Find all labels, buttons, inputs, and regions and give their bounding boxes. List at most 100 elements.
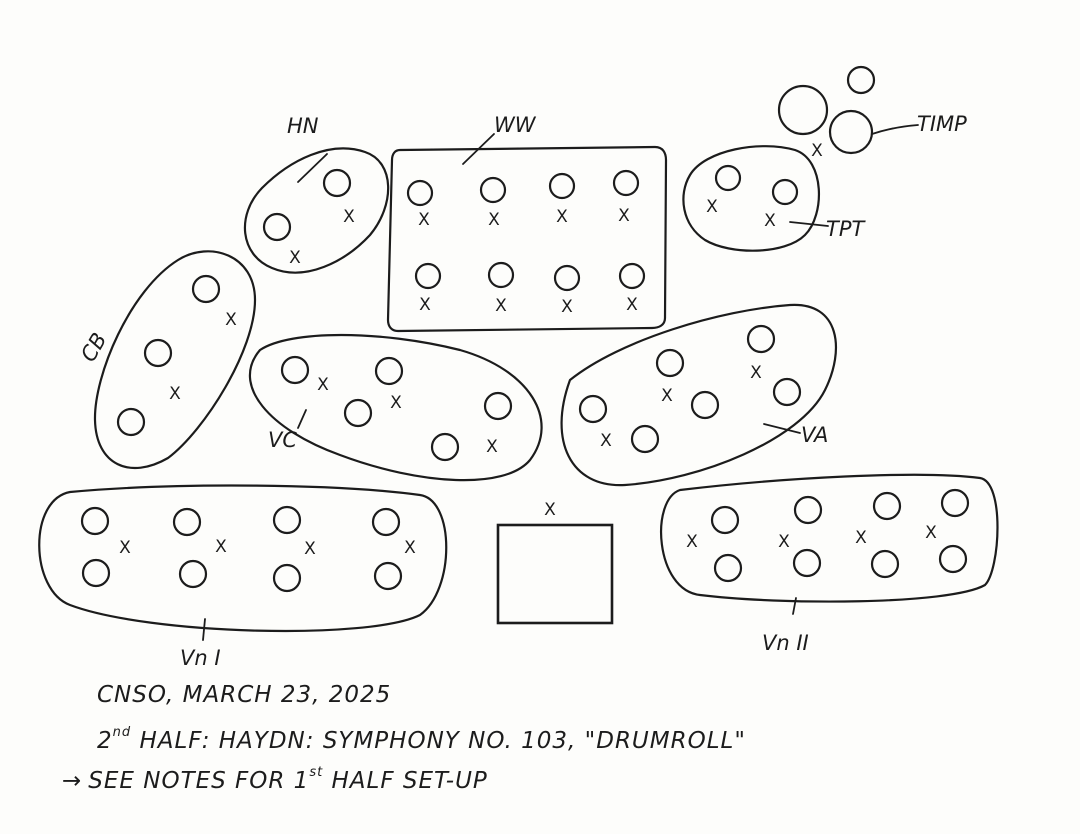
- section-cellos: X X X VC: [248, 333, 543, 482]
- program-note: 2nd HALF: HAYDN: SYMPHONY NO. 103, "DRUM…: [97, 725, 746, 754]
- trumpet-seat: [771, 178, 799, 206]
- section-violas: X X X VA: [560, 303, 838, 487]
- violin1-seat: [371, 507, 401, 537]
- basses-outline: [93, 250, 257, 470]
- woodwind-seat: [548, 172, 576, 200]
- woodwinds-leader-line: [462, 133, 495, 165]
- viola-stand-mark: X: [600, 431, 612, 451]
- horn-stand-mark: X: [289, 248, 301, 268]
- horns-label: HN: [287, 114, 319, 138]
- woodwind-seat: [414, 262, 442, 290]
- violins2-leader-line: [792, 597, 797, 615]
- horns-outline: [243, 147, 390, 274]
- violins1-leader-line: [202, 618, 206, 641]
- violin2-seat: [938, 544, 968, 574]
- trumpets-outline: [682, 145, 821, 252]
- cello-stand-mark: X: [317, 375, 329, 395]
- violin1-stand-mark: X: [304, 539, 316, 559]
- cello-seat: [483, 391, 513, 421]
- section-violins1: X X X X Vn I: [38, 484, 448, 670]
- violin2-seat: [793, 495, 823, 525]
- violin2-seat: [872, 491, 902, 521]
- trumpet-seat: [714, 164, 742, 192]
- setup-reference-note: →SEE NOTES FOR 1st HALF SET-UP: [62, 765, 488, 794]
- viola-seat: [772, 377, 802, 407]
- conductor-podium: X: [496, 500, 614, 625]
- violin1-stand-mark: X: [215, 537, 227, 557]
- viola-seat: [630, 424, 660, 454]
- violin2-stand-mark: X: [855, 528, 867, 548]
- woodwind-stand-mark: X: [419, 295, 431, 315]
- timpani-drum-medium: [828, 109, 874, 155]
- woodwind-stand-mark: X: [495, 296, 507, 316]
- cello-seat: [374, 356, 404, 386]
- woodwind-stand-mark: X: [488, 210, 500, 230]
- woodwind-stand-mark: X: [418, 210, 430, 230]
- conductor-mark: X: [544, 500, 556, 520]
- woodwind-seat: [612, 169, 640, 197]
- violin2-seat: [792, 548, 822, 578]
- viola-seat: [746, 324, 776, 354]
- violin1-seat: [80, 506, 110, 536]
- horn-seat: [262, 212, 292, 242]
- violin2-seat: [710, 505, 740, 535]
- setup-reference-text: SEE NOTES FOR 1: [88, 768, 309, 794]
- violin1-stand-mark: X: [119, 538, 131, 558]
- timpani-label: TIMP: [917, 112, 967, 136]
- violin2-seat: [940, 488, 970, 518]
- cello-seat: [430, 432, 460, 462]
- setup-reference-ordinal-suffix: st: [309, 765, 323, 780]
- violas-label: VA: [801, 423, 828, 447]
- section-timpani: X TIMP: [777, 65, 967, 161]
- violin2-stand-mark: X: [686, 532, 698, 552]
- timpani-drum-small: [846, 65, 876, 95]
- violins2-label: Vn II: [762, 631, 809, 655]
- violas-leader-line: [763, 423, 801, 434]
- program-note-text: HALF: HAYDN: SYMPHONY NO. 103, "DRUMROLL…: [131, 728, 746, 754]
- section-violins2: X X X X Vn II: [660, 473, 999, 655]
- woodwind-seat: [618, 262, 646, 290]
- cello-stand-mark: X: [390, 393, 402, 413]
- timpani-leader-line: [871, 124, 919, 135]
- concert-date-note: CNSO, MARCH 23, 2025: [97, 682, 391, 708]
- podium-box: [496, 523, 614, 625]
- violin1-seat: [373, 561, 403, 591]
- woodwind-stand-mark: X: [626, 295, 638, 315]
- arrow-icon: →: [62, 768, 82, 794]
- woodwinds-outline: [386, 145, 668, 333]
- horn-stand-mark: X: [343, 207, 355, 227]
- viola-seat: [690, 390, 720, 420]
- violin1-seat: [81, 558, 111, 588]
- woodwind-stand-mark: X: [561, 297, 573, 317]
- trumpets-label: TPT: [826, 217, 866, 241]
- cellos-label: VC: [268, 428, 297, 452]
- setup-reference-text-end: HALF SET-UP: [323, 768, 488, 794]
- woodwind-seat: [553, 264, 581, 292]
- bass-seat: [191, 274, 221, 304]
- cello-seat: [280, 355, 310, 385]
- violin1-stand-mark: X: [404, 538, 416, 558]
- section-trumpets: X X TPT: [682, 145, 866, 252]
- notes: CNSO, MARCH 23, 2025 2nd HALF: HAYDN: SY…: [62, 682, 746, 794]
- violins1-label: Vn I: [180, 646, 221, 670]
- violin2-seat: [713, 553, 743, 583]
- violin2-stand-mark: X: [778, 532, 790, 552]
- woodwind-stand-mark: X: [618, 206, 630, 226]
- cellos-outline: [248, 333, 543, 482]
- violin1-seat: [272, 505, 302, 535]
- timpani-drum-large: [777, 84, 829, 136]
- viola-stand-mark: X: [661, 386, 673, 406]
- cello-stand-mark: X: [486, 437, 498, 457]
- viola-seat: [655, 348, 685, 378]
- trumpets-leader-line: [789, 221, 829, 227]
- timpani-player-mark: X: [811, 141, 823, 161]
- violas-outline: [560, 303, 838, 487]
- section-basses: X X CB: [76, 250, 257, 470]
- woodwind-seat: [487, 261, 515, 289]
- program-note-ordinal-suffix: nd: [113, 725, 132, 740]
- violin1-seat: [272, 563, 302, 593]
- woodwind-seat: [406, 179, 434, 207]
- trumpet-stand-mark: X: [706, 197, 718, 217]
